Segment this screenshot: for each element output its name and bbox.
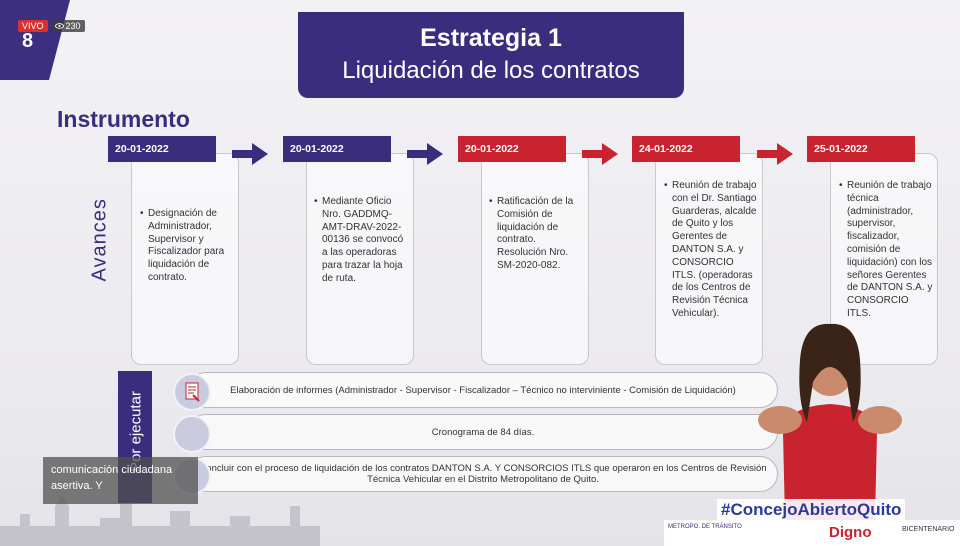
report-icon-circle bbox=[173, 373, 211, 411]
title-banner: Estrategia 1 Liquidación de los contrato… bbox=[298, 12, 684, 98]
step-text: •Mediante Oficio Nro. GADDMQ-AMT-DRAV-20… bbox=[314, 196, 404, 284]
step-text: •Reunión de trabajo con el Dr. Santiago … bbox=[664, 180, 757, 319]
pending-text: Cronograma de 84 días. bbox=[431, 426, 535, 438]
corner-badge bbox=[0, 0, 70, 80]
step-text: •Reunión de trabajo técnica (administrad… bbox=[839, 180, 933, 319]
pending-text: Elaboración de informes (Administrador -… bbox=[230, 384, 736, 396]
step-card bbox=[306, 153, 414, 365]
step-date: 20-01-2022 bbox=[283, 136, 391, 162]
pending-text: Concluir con el proceso de liquidación d… bbox=[199, 463, 767, 485]
pending-item: Cronograma de 84 días. bbox=[188, 414, 778, 450]
live-caption: comunicación ciudadana asertiva. Y bbox=[43, 457, 198, 504]
bicentenario-logo: BICENTENARIO bbox=[902, 526, 955, 533]
arrow-right-icon bbox=[757, 143, 793, 165]
logo-strip: METROPO. DE TRÁNSITO Digno BICENTENARIO bbox=[664, 520, 960, 546]
slide-subtitle: Liquidación de los contratos bbox=[342, 57, 640, 84]
arrow-right-icon bbox=[232, 143, 268, 165]
arrow-right-icon bbox=[407, 143, 443, 165]
report-icon bbox=[185, 382, 200, 402]
slide-number: 8 bbox=[22, 30, 34, 52]
step-date: 20-01-2022 bbox=[108, 136, 216, 162]
viewer-count-value: 230 bbox=[65, 21, 81, 31]
hashtag-banner: #ConcejoAbiertoQuito bbox=[717, 499, 906, 521]
digno-logo: Digno bbox=[829, 524, 872, 541]
step-text: •Designación de Administrador, Superviso… bbox=[140, 208, 225, 283]
step-date: 24-01-2022 bbox=[632, 136, 740, 162]
live-badge: VIVO bbox=[18, 20, 48, 32]
pending-circle bbox=[173, 415, 211, 453]
step-date: 20-01-2022 bbox=[458, 136, 566, 162]
live-indicator: VIVO 230 bbox=[18, 20, 85, 32]
section-label: Instrumento bbox=[57, 106, 190, 132]
eye-icon bbox=[54, 23, 64, 29]
sign-language-interpreter bbox=[758, 323, 902, 520]
pending-item: Elaboración de informes (Administrador -… bbox=[188, 372, 778, 408]
arrow-right-icon bbox=[582, 143, 618, 165]
slide-title: Estrategia 1 bbox=[420, 24, 562, 52]
step-text: •Ratificación de la Comisión de liquidac… bbox=[489, 196, 574, 271]
avances-label: Avances bbox=[88, 198, 111, 282]
city-skyline-decoration bbox=[0, 486, 320, 546]
viewer-count: 230 bbox=[50, 20, 85, 32]
step-card bbox=[655, 153, 763, 365]
amt-logo: METROPO. DE TRÁNSITO bbox=[668, 524, 742, 530]
step-date: 25-01-2022 bbox=[807, 136, 915, 162]
pending-item: Concluir con el proceso de liquidación d… bbox=[188, 456, 778, 492]
